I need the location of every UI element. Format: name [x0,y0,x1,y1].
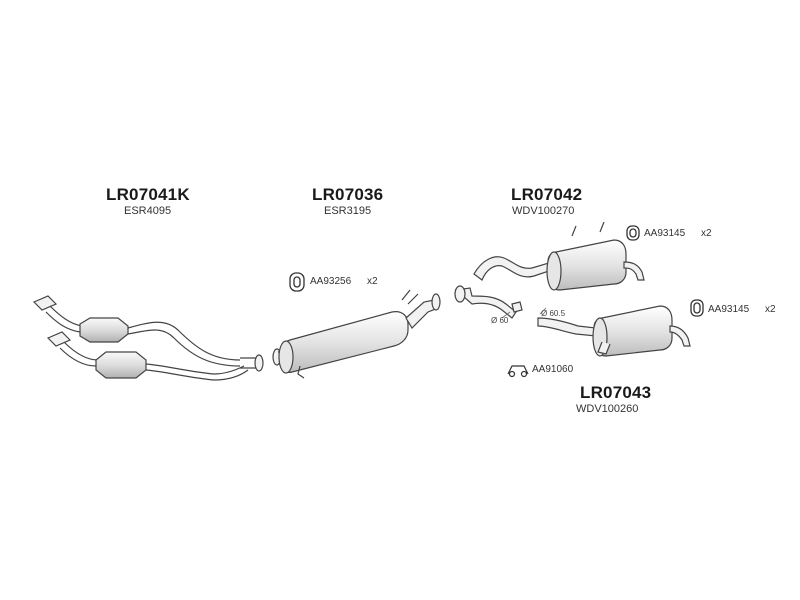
front-pipe-upper-run [127,321,241,367]
rear-upper-tailpipe [623,261,645,281]
mount-icon-aa93145-lower [690,299,704,317]
catalyst-upper [79,317,129,343]
rear-upper-pipe [473,256,553,281]
front-flange-lower [46,331,72,347]
ref-number-wdv100260: WDV100260 [576,403,639,415]
rear-upper-can-end [546,251,562,291]
middle-silencer-can [279,311,409,373]
front-outlet-flange [254,354,264,372]
bracket-icon-aa91060 [507,365,529,378]
clamp-code-aa93256: AA93256 [310,276,352,287]
bracket-code-aa91060: AA91060 [532,364,574,375]
diameter-label-60-5: Ø 60.5 [541,309,566,318]
catalyst-lower [95,351,147,379]
part-number-lr07043: LR07043 [580,383,652,402]
rear-lower-tailpipe [669,325,691,347]
diameter-leaders [501,307,547,319]
ref-number-wdv100270: WDV100270 [512,205,575,217]
diameter-label-60: Ø 60 [491,316,509,325]
lower-link-pipe [537,317,597,337]
rear-lower-drop-pipe [597,341,611,355]
middle-can-end-left [278,340,294,374]
front-pipe-upper-inlet [45,305,83,333]
mount-icon-aa93145-upper [626,225,640,241]
rear-silencer-lower-assembly [454,285,691,357]
front-flange-upper [32,295,58,311]
middle-outlet-bracket [401,289,419,305]
middle-hanger [297,365,305,379]
middle-outlet-flange [431,293,441,311]
ref-number-esr4095: ESR4095 [124,205,172,217]
rear-silencer-upper-assembly [473,221,645,291]
front-pipe-lower-inlet [59,341,99,367]
rear-upper-hanger [571,221,605,237]
mount-qty-aa93145-lower: x2 [765,304,776,315]
mount-icon-aa93256 [289,272,305,292]
lower-joint-stub [511,301,523,313]
part-number-lr07041k: LR07041K [106,185,190,204]
front-pipe-assembly [32,295,264,381]
mount-code-aa93145-lower: AA93145 [708,304,750,315]
part-number-lr07036: LR07036 [312,185,384,204]
ref-number-esr3195: ESR3195 [324,205,372,217]
mount-code-aa93145-upper: AA93145 [644,228,686,239]
mount-qty-aa93145-upper: x2 [701,228,712,239]
part-number-lr07042: LR07042 [511,185,583,204]
front-pipe-lower-run [145,363,249,381]
lower-inlet-flange [454,285,466,303]
middle-silencer-assembly [272,289,441,379]
clamp-qty-aa93256: x2 [367,276,378,287]
